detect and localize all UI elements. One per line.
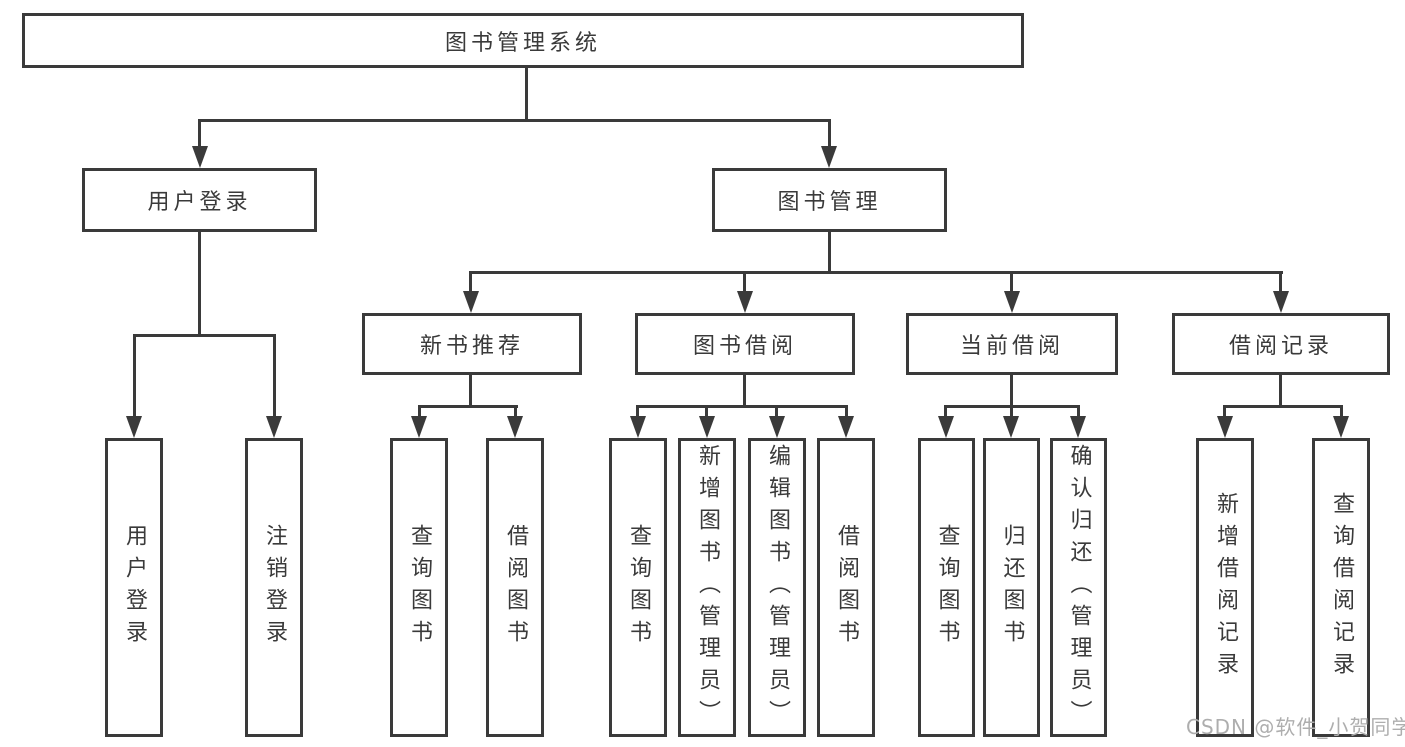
arrowhead-down-icon — [1217, 416, 1233, 438]
connector-line — [705, 405, 708, 418]
connector-line — [469, 375, 472, 408]
connector-line — [1279, 271, 1282, 293]
arrowhead-down-icon — [463, 291, 479, 313]
connector-line — [828, 119, 831, 149]
node-label: 借阅记录 — [1228, 334, 1333, 359]
leaf-logout: 注销登录 — [245, 438, 303, 737]
node-label: 查询图书 — [934, 523, 960, 652]
node-label: 新书推荐 — [419, 334, 524, 359]
node-label: 新增图书（管理员） — [695, 443, 720, 732]
node-label: 用户登录 — [122, 523, 147, 652]
connector-line — [469, 271, 472, 293]
arrowhead-down-icon — [737, 291, 753, 313]
connector-line — [1010, 271, 1013, 293]
arrowhead-down-icon — [838, 416, 854, 438]
node-label: 注销登录 — [262, 523, 287, 652]
arrowhead-down-icon — [630, 416, 646, 438]
connector-line — [273, 334, 276, 418]
node-label: 查询借阅记录 — [1329, 491, 1354, 684]
node-label: 当前借阅 — [959, 334, 1064, 359]
connector-line — [944, 405, 947, 418]
node-label: 借阅图书 — [834, 523, 859, 652]
node-label: 图书管理系统 — [444, 30, 601, 56]
node-label: 编辑图书（管理员） — [765, 443, 790, 732]
arrowhead-down-icon — [769, 416, 785, 438]
arrowhead-down-icon — [938, 416, 954, 438]
leaf-user-login: 用户登录 — [105, 438, 163, 737]
leaf-query-books-borrowing: 查询图书 — [609, 438, 667, 737]
arrowhead-down-icon — [1333, 416, 1349, 438]
connector-line — [828, 232, 831, 274]
node-label: 归还图书 — [999, 523, 1025, 652]
connector-line — [198, 232, 201, 337]
connector-line — [1077, 405, 1080, 418]
connector-line — [1279, 375, 1282, 408]
connector-line — [514, 405, 517, 418]
leaf-query-books-current: 查询图书 — [918, 438, 975, 737]
arrowhead-down-icon — [1003, 416, 1019, 438]
node-book-management: 图书管理 — [712, 168, 947, 232]
connector-line — [636, 405, 848, 408]
node-label: 用户登录 — [147, 190, 252, 215]
connector-line — [133, 334, 276, 337]
connector-line — [133, 334, 136, 418]
leaf-add-borrow-record: 新增借阅记录 — [1196, 438, 1254, 737]
connector-line — [1010, 405, 1013, 418]
arrowhead-down-icon — [411, 416, 427, 438]
connector-line — [743, 271, 746, 293]
leaf-return-books: 归还图书 — [983, 438, 1040, 737]
node-book-borrowing: 图书借阅 — [635, 313, 855, 375]
connector-line — [743, 375, 746, 408]
node-book-management-system: 图书管理系统 — [22, 13, 1024, 68]
connector-line — [1223, 405, 1343, 408]
node-label: 新增借阅记录 — [1213, 491, 1238, 684]
node-label: 确认归还（管理员） — [1066, 443, 1092, 732]
leaf-borrow-books-recommend: 借阅图书 — [486, 438, 544, 737]
csdn-watermark: CSDN @软件_小贺同学 — [1186, 715, 1405, 739]
leaf-query-borrow-record: 查询借阅记录 — [1312, 438, 1370, 737]
leaf-borrow-books-borrowing: 借阅图书 — [817, 438, 875, 737]
leaf-query-books-recommend: 查询图书 — [390, 438, 448, 737]
connector-line — [418, 405, 421, 418]
arrowhead-down-icon — [699, 416, 715, 438]
connector-line — [1340, 405, 1343, 418]
arrowhead-down-icon — [1004, 291, 1020, 313]
connector-line — [469, 271, 1283, 274]
connector-line — [418, 405, 518, 408]
node-current-borrowing: 当前借阅 — [906, 313, 1118, 375]
arrowhead-down-icon — [192, 146, 208, 168]
arrowhead-down-icon — [821, 146, 837, 168]
arrowhead-down-icon — [1070, 416, 1086, 438]
connector-line — [636, 405, 639, 418]
node-label: 查询图书 — [626, 523, 651, 652]
arrowhead-down-icon — [507, 416, 523, 438]
node-borrowing-records: 借阅记录 — [1172, 313, 1390, 375]
connector-line — [845, 405, 848, 418]
connector-line — [1223, 405, 1226, 418]
connector-line — [1010, 375, 1013, 408]
node-label: 借阅图书 — [503, 523, 528, 652]
leaf-confirm-return-admin: 确认归还（管理员） — [1050, 438, 1107, 737]
arrowhead-down-icon — [266, 416, 282, 438]
node-label: 图书借阅 — [692, 334, 797, 359]
arrowhead-down-icon — [126, 416, 142, 438]
node-label: 图书管理 — [777, 190, 882, 215]
connector-line — [198, 119, 201, 149]
leaf-edit-books-admin: 编辑图书（管理员） — [748, 438, 806, 737]
connector-line — [775, 405, 778, 418]
node-new-book-recommend: 新书推荐 — [362, 313, 582, 375]
arrowhead-down-icon — [1273, 291, 1289, 313]
node-label: 查询图书 — [407, 523, 432, 652]
node-user-login-branch: 用户登录 — [82, 168, 317, 232]
leaf-add-books-admin: 新增图书（管理员） — [678, 438, 736, 737]
connector-line — [198, 119, 831, 122]
connector-line — [525, 68, 528, 121]
